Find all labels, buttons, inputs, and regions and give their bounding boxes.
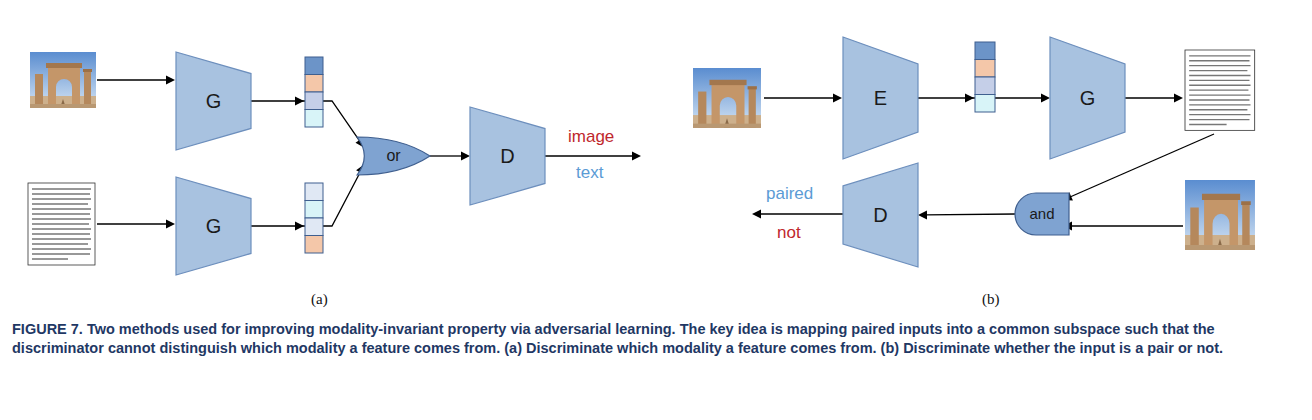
or-gate: or [357, 137, 430, 175]
panel-label: (a) [311, 290, 328, 308]
input-photo [693, 68, 761, 128]
generator-block: G [1050, 37, 1125, 159]
panel-label: (b) [982, 290, 1000, 308]
arrow-head [1041, 94, 1050, 103]
block-outline [176, 52, 251, 150]
feature-vector [305, 183, 323, 253]
block-label: G [206, 215, 222, 237]
connector-arrow [918, 210, 1015, 219]
connector-line [926, 213, 1015, 215]
layout-arrow [752, 94, 1214, 231]
block-outline [176, 177, 251, 275]
encoder-block: E [843, 37, 918, 159]
block-label: E [874, 87, 887, 109]
block-outline [1015, 193, 1069, 235]
block-label: D [500, 145, 514, 167]
discriminator-block: D [470, 107, 545, 205]
connector-line [430, 155, 462, 156]
paired-photo [1185, 180, 1255, 250]
figure-caption: FIGURE 7. Two methods used for improving… [12, 320, 1300, 358]
block-outline [357, 137, 430, 175]
connector-arrow [251, 164, 364, 226]
discriminator-block: D [843, 163, 918, 267]
and-gate: and [1015, 193, 1069, 235]
output-label: paired [766, 184, 813, 204]
generated-document [1185, 50, 1255, 130]
output-label: image [568, 127, 614, 147]
generator-block: G [176, 52, 251, 150]
arrow-head [918, 210, 927, 219]
input-document [28, 183, 95, 265]
feature-vector [975, 42, 995, 112]
input-photo [30, 52, 96, 108]
block-label: and [1029, 206, 1054, 223]
generator-block: G [176, 177, 251, 275]
block-outline [1050, 37, 1125, 159]
block-label: G [206, 90, 222, 112]
feature-vector [305, 57, 323, 127]
output-label: not [777, 223, 801, 243]
block-label: G [1080, 87, 1096, 109]
block-outline [843, 37, 918, 159]
block-label: D [873, 204, 887, 226]
block-outline [470, 107, 545, 205]
block-label: or [386, 147, 400, 165]
output-label: text [576, 163, 603, 183]
block-outline [843, 163, 918, 267]
connector-arrow [430, 152, 470, 161]
arrow-head [461, 152, 470, 161]
